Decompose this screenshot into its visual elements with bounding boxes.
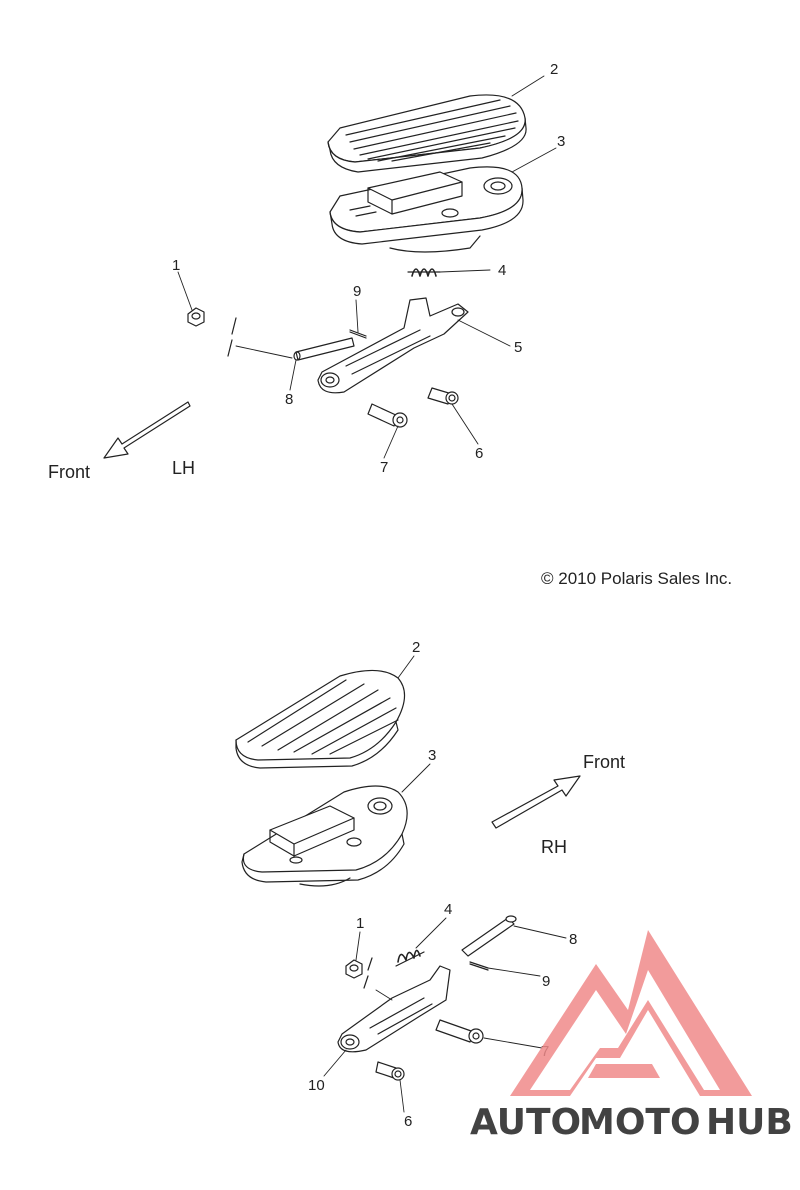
- lh-callout-3: 3: [557, 133, 565, 150]
- lh-floorboard-base: [329, 166, 524, 253]
- rh-floorboard-pad: [235, 669, 406, 769]
- rh-bolt-6: [375, 1061, 405, 1081]
- lh-callout-9: 9: [353, 283, 361, 300]
- rh-floorboard-base: [241, 785, 408, 887]
- lh-callout-2: 2: [550, 61, 558, 78]
- watermark-logo-icon: [510, 930, 752, 1096]
- rh-callout-1: 1: [356, 915, 364, 932]
- rh-callout-4: 4: [444, 901, 452, 918]
- rh-nut: [345, 959, 363, 979]
- rh-leader-lines: [323, 655, 567, 1113]
- lh-bracket-arm: [317, 297, 469, 394]
- lh-view: 2 3 4 5 6 7 8 9 1 Front LH: [48, 61, 565, 482]
- rh-cotter-pin: [469, 961, 489, 971]
- watermark-text-auto: AUTO: [470, 1102, 581, 1143]
- rh-pin: [461, 915, 517, 957]
- rh-callout-8: 8: [569, 931, 577, 948]
- lh-nut: [187, 307, 205, 327]
- rh-bracket-arm: [337, 965, 451, 1053]
- rh-view: 2 3 4 1 8 9 7 10 6 Front RH: [235, 639, 625, 1130]
- rh-callout-9: 9: [542, 973, 550, 990]
- lh-front-arrow-icon: [103, 401, 191, 459]
- rh-view-label: RH: [541, 837, 567, 857]
- lh-callout-4: 4: [498, 262, 506, 279]
- lh-callout-5: 5: [514, 339, 522, 356]
- lh-floorboard-pad: [327, 94, 527, 173]
- rh-bolt-7: [435, 1019, 484, 1044]
- rh-front-label: Front: [583, 752, 625, 772]
- lh-callout-1: 1: [172, 257, 180, 274]
- lh-view-label: LH: [172, 458, 195, 478]
- lh-cotter-pin: [349, 329, 367, 339]
- watermark-text-hub: HUB: [706, 1102, 793, 1143]
- rh-break-mark: [363, 957, 373, 989]
- lh-bolt-7: [367, 403, 408, 428]
- lh-callout-8: 8: [285, 391, 293, 408]
- rh-callout-10: 10: [308, 1077, 325, 1094]
- lh-spring: [407, 268, 441, 277]
- lh-callout-7: 7: [380, 459, 388, 476]
- lh-leader-lines: [177, 75, 557, 459]
- automotohub-watermark: AUTO MOTO HUB: [470, 930, 793, 1143]
- lh-callout-6: 6: [475, 445, 483, 462]
- watermark-text-moto: MOTO: [579, 1102, 701, 1143]
- copyright-text: © 2010 Polaris Sales Inc.: [541, 569, 732, 588]
- lh-break-mark: [227, 317, 237, 357]
- lh-bolt-6: [427, 387, 459, 405]
- rh-callout-3: 3: [428, 747, 436, 764]
- rh-callout-6: 6: [404, 1113, 412, 1130]
- rh-spring: [395, 949, 425, 967]
- lh-pin: [293, 337, 355, 361]
- lh-front-label: Front: [48, 462, 90, 482]
- rh-front-arrow-icon: [491, 775, 581, 829]
- rh-callout-2: 2: [412, 639, 420, 656]
